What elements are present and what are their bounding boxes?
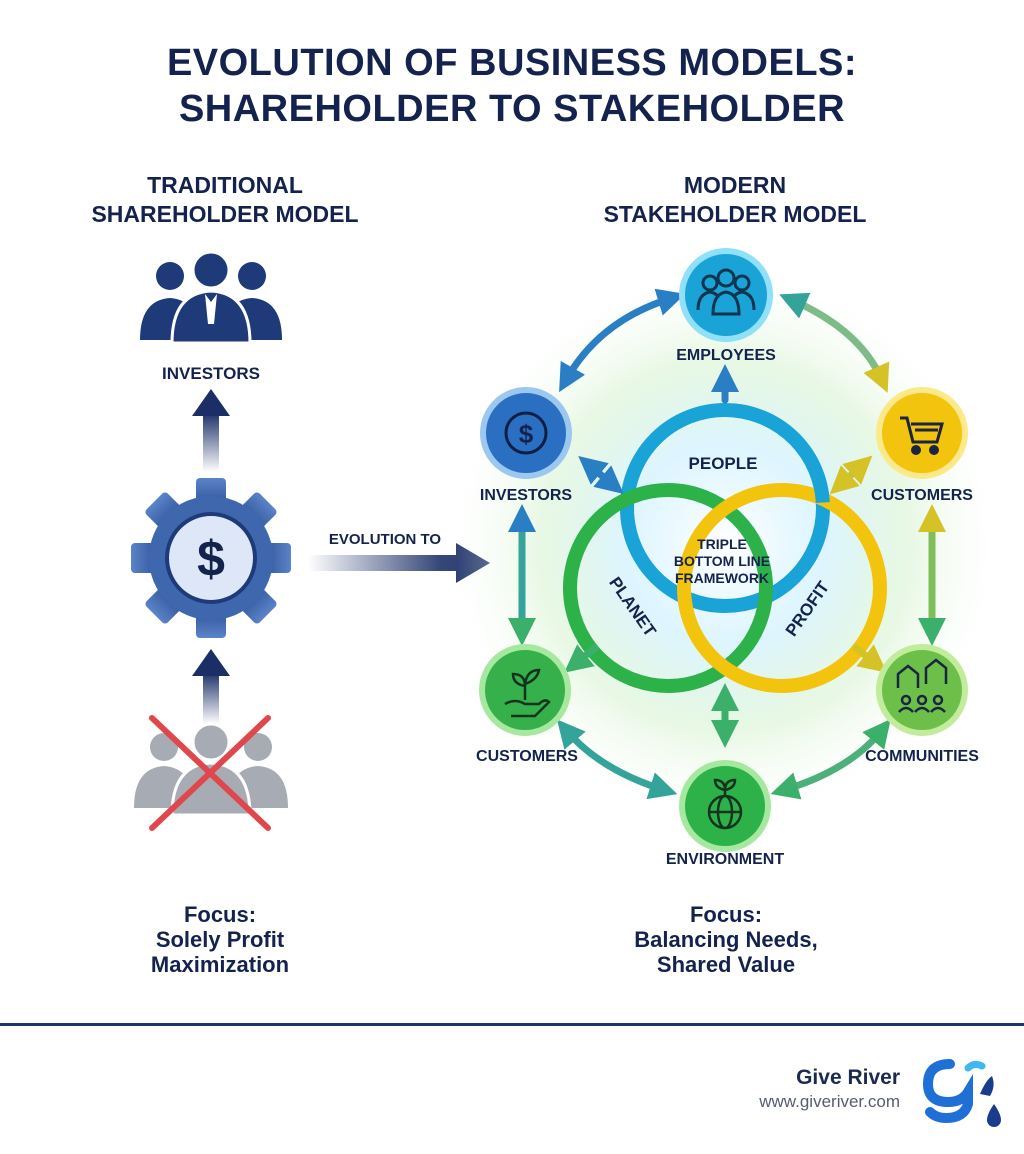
- traditional-model-heading: TRADITIONAL SHAREHOLDER MODEL: [45, 171, 405, 229]
- framework-center-line-1: TRIPLE: [697, 536, 747, 552]
- modern-focus-line-1: Focus:: [689, 902, 763, 927]
- modern-model-heading: MODERN STAKEHOLDER MODEL: [555, 171, 915, 229]
- customers-left-label: CUSTOMERS: [476, 748, 578, 765]
- customers-right-label: CUSTOMERS: [871, 487, 973, 504]
- crossed-out-stakeholders-icon: [134, 715, 288, 831]
- arrow-rings-planet: [564, 644, 599, 673]
- investors-group-icon: [140, 250, 282, 345]
- framework-center-line-3: FRAMEWORK: [675, 570, 769, 586]
- traditional-investors-label: INVESTORS: [162, 364, 260, 383]
- environment-node: [679, 760, 771, 852]
- environment-label: ENVIRONMENT: [666, 851, 784, 868]
- planet-ring: [563, 483, 773, 693]
- modern-focus-line-2: Balancing Needs,: [634, 927, 818, 952]
- employees-node: [679, 248, 773, 342]
- modern-heading-line-1: MODERN: [683, 172, 787, 198]
- arrow-rings-customers: [829, 455, 873, 495]
- traditional-focus-line-1: Focus:: [183, 902, 257, 927]
- traditional-heading-line-2: SHAREHOLDER MODEL: [91, 201, 359, 227]
- dollar-coin-icon: [504, 411, 548, 455]
- give-river-logo-icon[interactable]: [920, 1058, 1008, 1128]
- title-line-1: EVOLUTION OF BUSINESS MODELS:: [166, 42, 858, 84]
- modern-heading-line-2: STAKEHOLDER MODEL: [603, 201, 867, 227]
- framework-center-line-2: BOTTOM LINE: [674, 553, 770, 569]
- arrow-rings-profit: [852, 644, 887, 673]
- investors-node: [480, 387, 572, 479]
- modern-focus: Focus: Balancing Needs, Shared Value: [576, 902, 876, 977]
- dollar-gear-icon: $: [131, 478, 291, 638]
- communities-node: [876, 644, 968, 736]
- page-title: EVOLUTION OF BUSINESS MODELS: SHAREHOLDE…: [0, 40, 1024, 132]
- customers-node-right: [876, 387, 968, 479]
- arrow-employees-customers: [779, 292, 890, 393]
- gear-dollar-symbol: $: [197, 531, 225, 587]
- communities-label: COMMUNITIES: [865, 748, 979, 765]
- arrow-customers-environment: [556, 719, 678, 800]
- footer-divider: [0, 1023, 1024, 1026]
- employees-label: EMPLOYEES: [676, 347, 776, 364]
- traditional-focus-line-2: Solely Profit: [155, 927, 285, 952]
- arrow-rings-investors: [578, 456, 624, 494]
- profit-ring: [677, 483, 887, 693]
- cycle-arrows: [508, 288, 946, 800]
- evolution-to-label: EVOLUTION TO: [329, 531, 442, 548]
- traditional-focus: Focus: Solely Profit Maximization: [70, 902, 370, 977]
- people-ring: [620, 403, 830, 613]
- people-label: PEOPLE: [689, 454, 758, 473]
- modern-focus-line-3: Shared Value: [656, 952, 796, 977]
- employees-group-icon: [696, 268, 756, 316]
- community-houses-icon: [896, 658, 948, 713]
- arrow-communities-environment: [770, 719, 891, 800]
- brand-url[interactable]: www.giveriver.com: [759, 1092, 900, 1111]
- triple-bottom-line-rings: [563, 403, 887, 693]
- brand-name: Give River: [796, 1066, 900, 1089]
- investors-right-label: INVESTORS: [480, 487, 573, 504]
- framework-glow: [440, 260, 1010, 830]
- investors-node-dollar: $: [519, 419, 534, 449]
- arrow-employees-investors: [559, 288, 686, 393]
- arrow-gear-to-investors: [192, 389, 230, 472]
- hand-plant-icon: [504, 668, 551, 718]
- title-line-2: SHAREHOLDER TO STAKEHOLDER: [178, 88, 846, 130]
- customers-node-left: [479, 644, 571, 736]
- shopping-cart-icon: [900, 416, 944, 455]
- traditional-heading-line-1: TRADITIONAL: [147, 172, 303, 198]
- traditional-focus-line-3: Maximization: [150, 952, 290, 977]
- arrow-stakeholders-to-gear: [192, 649, 230, 724]
- globe-plant-icon: [707, 778, 743, 830]
